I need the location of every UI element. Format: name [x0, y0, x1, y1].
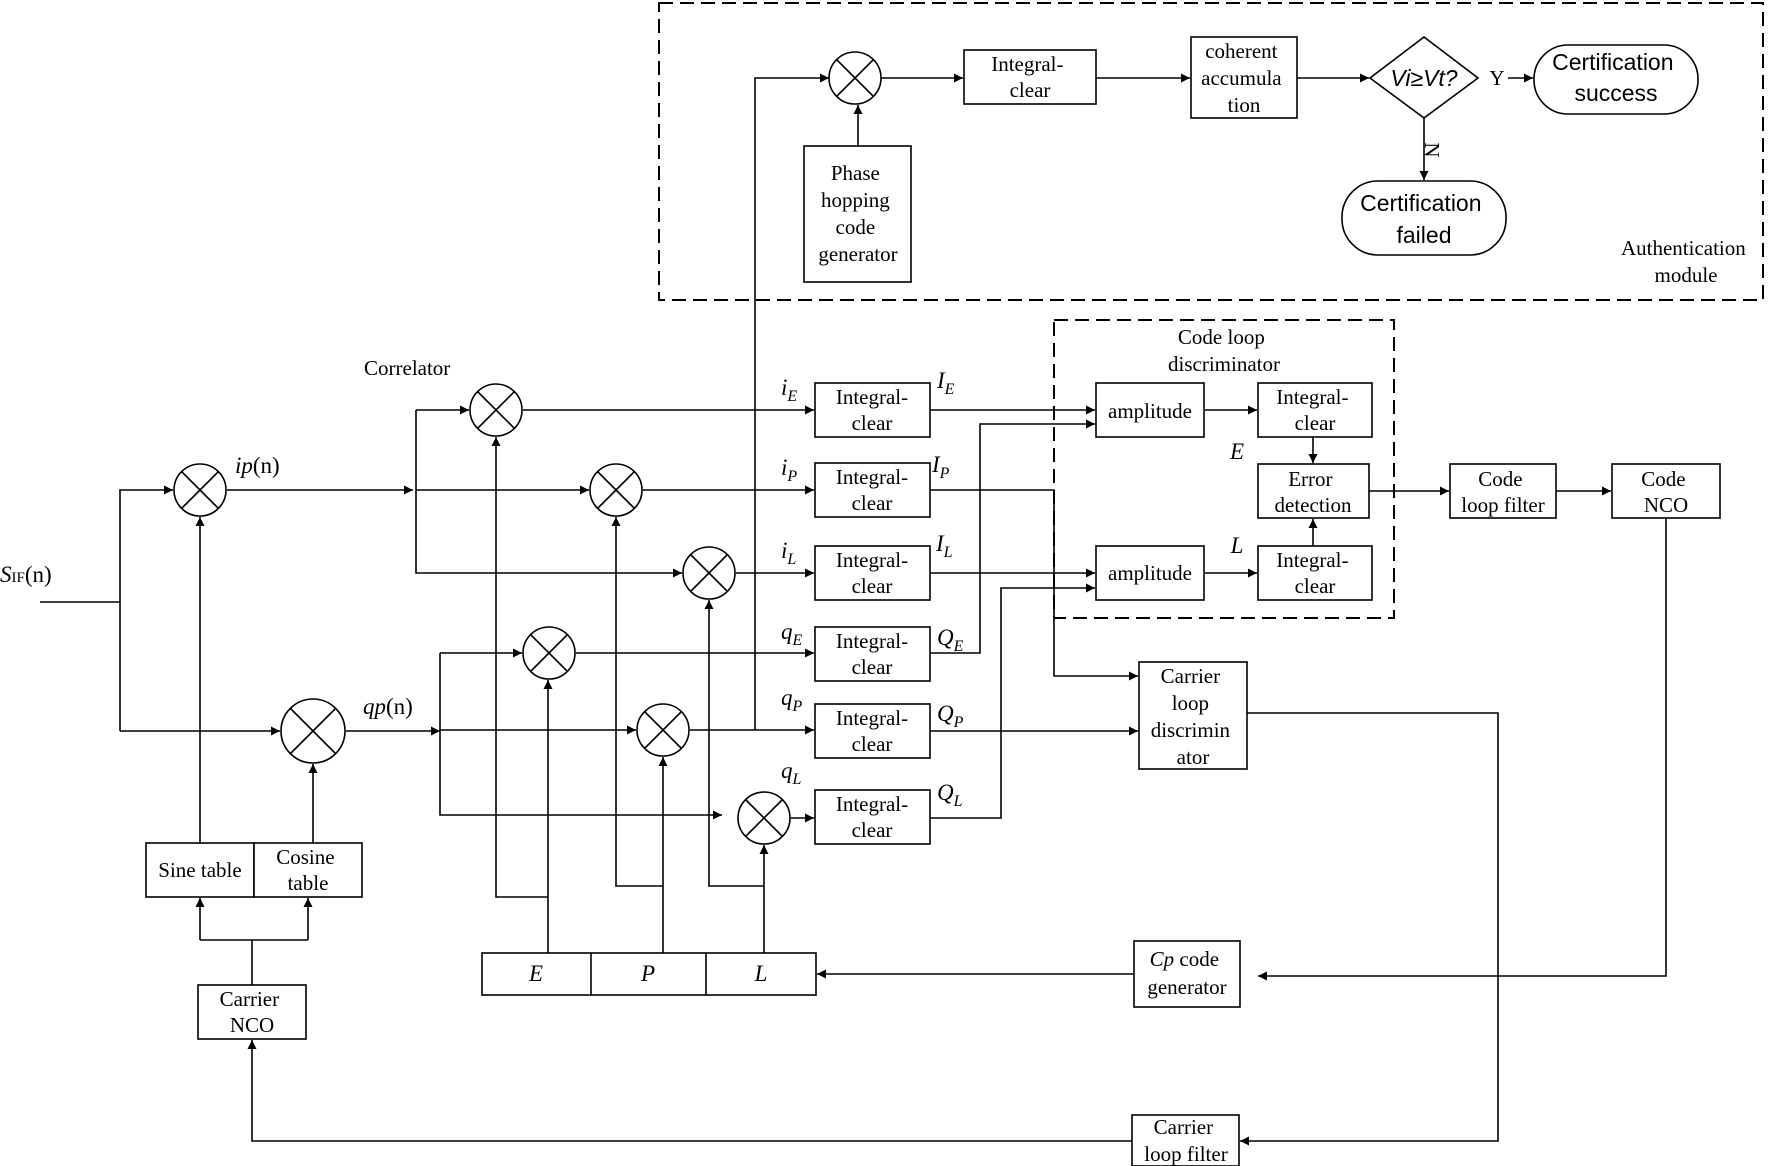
carrier-loop-discriminator-box: [1138, 661, 1248, 770]
integral-clear-ql-box: [814, 789, 931, 845]
authentication-module-label: Authentication module: [1621, 236, 1751, 287]
correlator-connectors: [415, 405, 722, 820]
prompt-q-mixer: [636, 703, 690, 757]
late-branch-label: L: [1230, 533, 1244, 558]
cp-code-generator-box: [1133, 940, 1241, 1008]
qp-output-label: QP: [937, 701, 964, 731]
code-nco-label: Code NCO: [1641, 467, 1691, 517]
decision-no-label: N: [1420, 142, 1444, 157]
ql-output-label: QL: [937, 780, 963, 810]
integral-clear-ip-label: Integral-clear: [836, 465, 908, 515]
auth-integral-clear-label: Integral- clear: [991, 52, 1069, 102]
decision-yes-label: Y: [1489, 66, 1504, 90]
amplitude-late-box: [1095, 545, 1205, 601]
cosine-table-label: Cosine table: [276, 845, 340, 895]
code-loop-integral-clear-late-label: Integral- clear: [1276, 548, 1354, 598]
ip-input-label: iP: [781, 455, 797, 485]
amplitude-late-label: amplitude: [1108, 561, 1192, 585]
channel-integral-labels: Integral-clear Integral-clear Integral-c…: [836, 385, 908, 842]
code-loop-filter-label: Code loop filter: [1461, 467, 1544, 517]
ql-input-label: qL: [781, 758, 802, 788]
code-loop-integral-clear-late-box: [1257, 545, 1373, 601]
carrier-loop-filter-label: Carrier loop filter: [1144, 1115, 1227, 1166]
cp-code-generator-label: Cp code generator: [1147, 947, 1226, 999]
ie-input-label: iE: [781, 375, 797, 405]
integral-clear-il-label: Integral-clear: [836, 548, 908, 598]
late-i-mixer: [682, 546, 736, 600]
channel-connectors: [523, 405, 1138, 823]
carrier-loop-filter-box: [1131, 1114, 1240, 1166]
early-i-mixer: [469, 383, 523, 437]
sine-table-label: Sine table: [158, 858, 241, 882]
il-input-label: iL: [781, 538, 796, 568]
integral-clear-ie-box: [814, 382, 931, 438]
correlator-label: Correlator: [364, 356, 450, 380]
register-prompt-label: P: [640, 961, 655, 986]
epl-code-register: [481, 952, 817, 996]
channel-integral-boxes: [814, 382, 931, 845]
integral-clear-il-box: [814, 545, 931, 601]
integral-clear-qp-label: Integral-clear: [836, 706, 908, 756]
qe-input-label: qE: [781, 619, 803, 649]
prompt-i-mixer: [589, 463, 643, 517]
register-early-label: E: [528, 961, 543, 986]
code-loop-connectors: [1205, 405, 1667, 981]
carrier-nco-label: Carrier NCO: [220, 987, 285, 1037]
ip-signal-label: ip(n): [235, 453, 280, 478]
certification-success-label: Certification success: [1552, 49, 1680, 106]
coherent-accumulation-label: coherent accumula tion: [1201, 39, 1287, 117]
input-signal-label: SIF(n): [0, 562, 52, 587]
integral-clear-ip-box: [814, 462, 931, 518]
code-loop-integral-clear-early-label: Integral- clear: [1276, 385, 1354, 435]
error-detection-box: [1257, 463, 1370, 519]
carrier-loop-discriminator-label: Carrier loop discrimin ator: [1151, 664, 1236, 769]
phase-hopping-code-generator-box: [803, 145, 912, 283]
integral-clear-ie-label: Integral-clear: [836, 385, 908, 435]
auth-connectors: [754, 73, 1533, 730]
code-loop-discriminator-title: Code loop discriminator: [1168, 325, 1280, 376]
amplitude-early-label: amplitude: [1108, 399, 1192, 423]
channel-input-labels: iE iP iL qE qP qL: [781, 375, 803, 788]
channel-output-labels: IE IP IL QE QP QL: [931, 368, 964, 810]
il-output-label: IL: [935, 531, 953, 561]
integral-clear-qe-label: Integral-clear: [836, 629, 908, 679]
ip-output-label: IP: [931, 452, 950, 482]
ie-output-label: IE: [936, 368, 955, 398]
code-generator-connectors: [491, 437, 1133, 979]
threshold-decision-label: Vi≥Vt?: [1390, 65, 1457, 91]
certification-failed-terminal: [1341, 180, 1507, 256]
early-q-mixer: [522, 626, 576, 680]
early-branch-label: E: [1229, 439, 1244, 464]
cosine-table-box: [253, 842, 363, 898]
code-loop-integral-clear-early-box: [1257, 382, 1373, 438]
integral-clear-qe-box: [814, 626, 931, 682]
carrier-nco-box: [197, 984, 307, 1040]
auth-mixer: [828, 51, 882, 105]
authentication-module-boundary: [658, 2, 1764, 301]
qe-output-label: QE: [937, 625, 964, 655]
auth-integral-clear-box: [963, 49, 1097, 105]
integral-clear-ql-label: Integral-clear: [836, 792, 908, 842]
code-loop-discriminator-boundary: [1053, 319, 1395, 619]
qp-mixer: [280, 698, 346, 764]
register-late-label: L: [754, 961, 768, 986]
error-detection-label: Error detection: [1275, 467, 1352, 517]
integral-clear-qp-box: [814, 703, 931, 759]
qp-signal-label: qp(n): [363, 694, 413, 719]
carrier-input-connectors: [40, 485, 440, 985]
phase-hopping-code-generator-label: Phase hopping code generator: [818, 161, 897, 266]
late-q-mixer: [737, 791, 791, 845]
certification-success-terminal: [1533, 44, 1699, 115]
amplitude-early-box: [1095, 382, 1205, 438]
carrier-loop-connectors: [247, 712, 1499, 1146]
qp-input-label: qP: [781, 685, 803, 715]
certification-failed-label: Certification failed: [1360, 190, 1488, 248]
code-nco-box: [1611, 463, 1721, 519]
ip-mixer: [173, 463, 227, 517]
